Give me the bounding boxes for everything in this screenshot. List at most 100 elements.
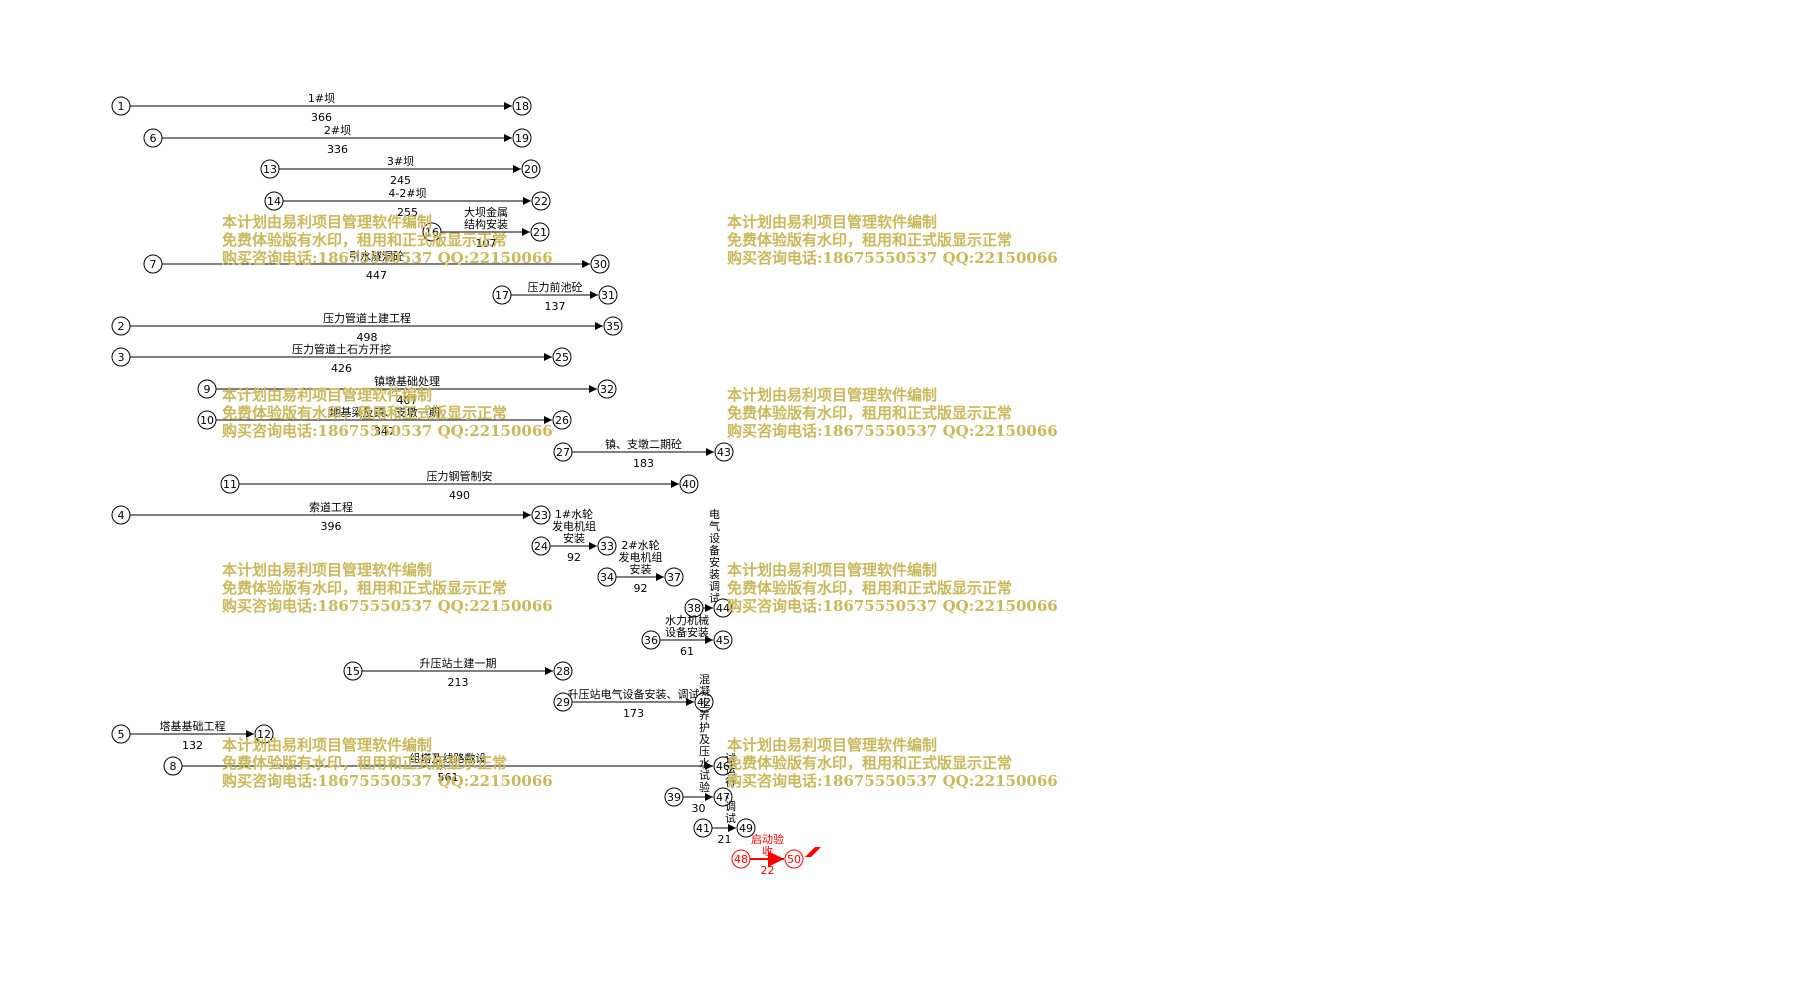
node-8: 8: [163, 756, 183, 776]
node-circle: [531, 536, 551, 556]
activity-name: 压力管道土石方开挖: [292, 342, 391, 356]
node-number: 40: [682, 478, 696, 491]
node-circle: [422, 222, 442, 242]
node-number: 23: [534, 509, 548, 522]
node-number: 35: [606, 320, 620, 333]
watermark-line: 免费体验版有水印，租用和正式版显示正常: [222, 579, 507, 597]
node-14: 14: [264, 191, 284, 211]
watermark-line: 购买咨询电话:18675550537 QQ:22150066: [727, 422, 1058, 440]
watermark-line: 本计划由易利项目管理软件编制: [727, 213, 937, 231]
node-number: 28: [556, 665, 570, 678]
activity-name: 升压站土建一期: [420, 656, 497, 670]
node-number: 4: [118, 509, 125, 522]
node-number: 11: [223, 478, 237, 491]
node-circle: [197, 379, 217, 399]
node-28: 28: [553, 661, 573, 681]
node-number: 48: [734, 853, 748, 866]
node-circle: [553, 661, 573, 681]
node-circle: [694, 692, 714, 712]
node-27: 27: [553, 442, 573, 462]
watermark-line: 本计划由易利项目管理软件编制: [222, 386, 432, 404]
watermark-line: 本计划由易利项目管理软件编制: [727, 561, 937, 579]
node-circle: [220, 474, 240, 494]
node-circle: [664, 787, 684, 807]
node-13: 13: [260, 159, 280, 179]
activity-duration: 336: [327, 143, 348, 156]
watermark-block: 本计划由易利项目管理软件编制免费体验版有水印，租用和正式版显示正常购买咨询电话:…: [222, 561, 553, 615]
node-25: 25: [552, 347, 572, 367]
node-49: 49: [736, 818, 756, 838]
node-circle: [714, 442, 734, 462]
node-number: 26: [555, 414, 569, 427]
node-circle: [530, 222, 550, 242]
activity-name: 索道工程: [309, 500, 353, 514]
node-20: 20: [521, 159, 541, 179]
node-46: 46: [713, 756, 733, 776]
node-15: 15: [343, 661, 363, 681]
watermark-block: 本计划由易利项目管理软件编制免费体验版有水印，租用和正式版显示正常购买咨询电话:…: [727, 386, 1058, 440]
node-circle: [531, 191, 551, 211]
node-circle: [111, 347, 131, 367]
node-circle: [713, 756, 733, 776]
activity-name: 2#水轮发电机组安装: [619, 538, 663, 576]
activity-name: 4-2#坝: [388, 186, 426, 200]
node-number: 36: [644, 634, 658, 647]
node-circle: [553, 442, 573, 462]
node-circle: [254, 724, 274, 744]
node-3: 3: [111, 347, 131, 367]
activity-name: 压力前池砼: [528, 280, 583, 294]
activity-name: 地基梁及镇、支墩一期: [330, 405, 440, 419]
node-16: 16: [422, 222, 442, 242]
watermark-line: 免费体验版有水印，租用和正式版显示正常: [727, 579, 1012, 597]
node-29: 29: [553, 692, 573, 712]
node-circle: [197, 410, 217, 430]
watermark-line: 购买咨询电话:18675550537 QQ:22150066: [222, 597, 553, 615]
activity-duration: 407: [397, 394, 418, 407]
node-circle: [597, 567, 617, 587]
activity-duration: 498: [357, 331, 378, 344]
node-circle: [163, 756, 183, 776]
node-circle: [111, 724, 131, 744]
activity-duration: 183: [633, 457, 654, 470]
node-circle: [343, 661, 363, 681]
activity-duration: 21: [718, 833, 732, 846]
node-2: 2: [111, 316, 131, 336]
node-number: 34: [600, 571, 614, 584]
node-number: 13: [263, 163, 277, 176]
node-circle: [713, 598, 733, 618]
node-42: 42: [694, 692, 714, 712]
activity-name: 1#水轮发电机组安装: [552, 507, 596, 545]
node-circle: [111, 96, 131, 116]
activity-name: 镇墩基础处理: [374, 374, 440, 388]
activity-name: 试运行、调试: [725, 752, 736, 825]
watermark-block: 本计划由易利项目管理软件编制免费体验版有水印，租用和正式版显示正常购买咨询电话:…: [222, 736, 553, 790]
activity-name: 水力机械设备安装: [665, 613, 709, 639]
node-circle: [664, 567, 684, 587]
node-circle: [684, 598, 704, 618]
node-26: 26: [552, 410, 572, 430]
node-number: 18: [515, 100, 529, 113]
activity-name: 2#坝: [324, 123, 351, 137]
watermark-line: 免费体验版有水印，租用和正式版显示正常: [222, 231, 507, 249]
node-33: 33: [597, 536, 617, 556]
node-circle: [552, 410, 572, 430]
node-number: 20: [524, 163, 538, 176]
node-number: 25: [555, 351, 569, 364]
node-31: 31: [598, 285, 618, 305]
activity-duration: 132: [182, 739, 203, 752]
node-36: 36: [641, 630, 661, 650]
node-number: 9: [204, 383, 211, 396]
watermark-block: 本计划由易利项目管理软件编制免费体验版有水印，租用和正式版显示正常购买咨询电话:…: [222, 213, 553, 267]
watermark-line: 购买咨询电话:18675550537 QQ:22150066: [727, 249, 1058, 267]
watermark-line: 免费体验版有水印，租用和正式版显示正常: [727, 231, 1012, 249]
